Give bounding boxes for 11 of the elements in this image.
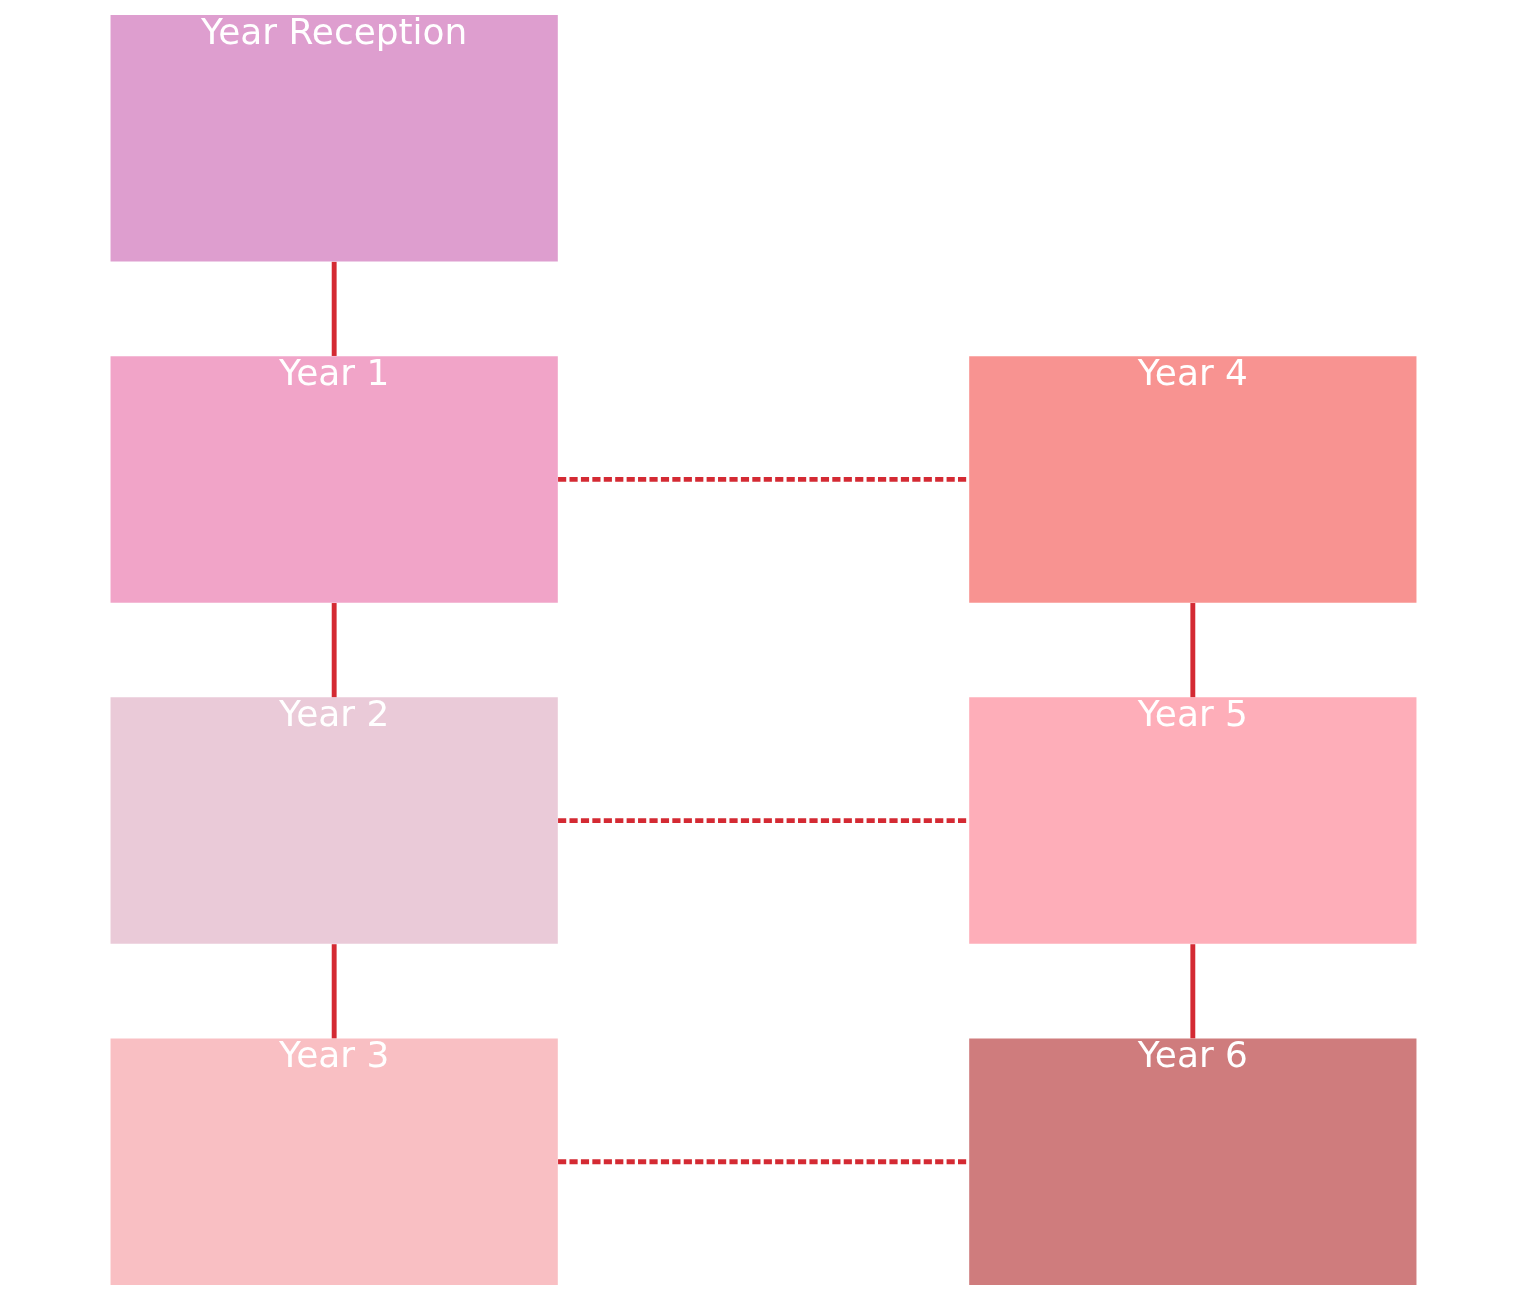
- node-box: Year 5: [969, 697, 1417, 944]
- connector: [331, 603, 337, 698]
- connector: [331, 944, 337, 1039]
- node-box: Year 6: [969, 1038, 1417, 1285]
- node-box: Year 1: [110, 356, 558, 603]
- connector: [1190, 944, 1196, 1039]
- node-box: Year 4: [969, 356, 1417, 603]
- connector: [331, 261, 337, 356]
- node-box: Year 3: [110, 1038, 558, 1285]
- node-box: Year Reception: [110, 15, 558, 262]
- connector: [1190, 603, 1196, 698]
